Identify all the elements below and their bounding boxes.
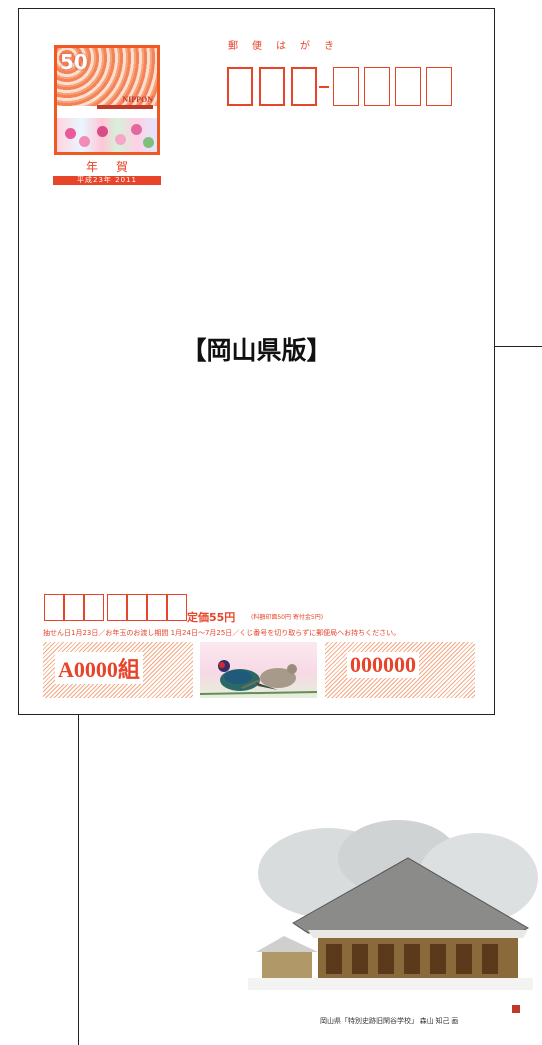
stamp-value: 50: [60, 50, 88, 74]
edition-label: 【岡山県版】: [181, 336, 332, 365]
postcard-label: 郵便はがき: [228, 41, 348, 52]
postal-code-box: [333, 67, 359, 106]
stamp-pattern: [57, 48, 157, 106]
postal-code-dash: [319, 86, 329, 88]
postal-code-box: [395, 67, 421, 106]
price-label: 定価55円: [187, 611, 236, 624]
stamp-flowers-icon: [57, 118, 157, 152]
price-note: (料額印面50円 寄付金5円): [251, 614, 324, 621]
leader-line: [78, 715, 79, 1045]
postal-code-box: [426, 67, 452, 106]
stamp-bar: [97, 105, 153, 109]
sender-postal-code-box: [127, 594, 147, 621]
sender-postal-code-box: [84, 594, 104, 621]
postal-code-box: [364, 67, 390, 106]
postage-stamp: 50 NIPPON: [54, 45, 160, 155]
sender-postal-code-box: [167, 594, 187, 621]
temple-painting-icon: [248, 820, 538, 990]
pheasant-icon: [200, 660, 317, 695]
postcard: 50 NIPPON 年賀 平成23年 2011 郵便はがき 【岡山県版】 定価5…: [18, 8, 495, 715]
artwork-caption: 岡山県「特別史跡旧閑谷学校」 森山 知己 画: [320, 1017, 459, 1025]
nenga-year: 平成23年 2011: [53, 176, 161, 185]
temple-painting: [238, 818, 538, 998]
nenga-text: 年賀: [85, 160, 146, 174]
nenga-mark: 年賀 平成23年 2011: [53, 160, 161, 185]
sender-postal-code-box: [44, 594, 64, 621]
stamp-brand: NIPPON: [122, 95, 153, 104]
postal-code-box: [227, 67, 253, 106]
lottery-band-left: A0000組: [43, 642, 193, 698]
pheasant-illustration: [200, 642, 317, 698]
group-label: A0000組: [55, 652, 143, 684]
lottery-band-right: 000000: [325, 642, 475, 698]
sender-postal-code-box: [147, 594, 167, 621]
sender-postal-code-box: [107, 594, 127, 621]
serial-number: 000000: [347, 652, 419, 678]
postal-code-box: [259, 67, 285, 106]
lottery-note: 抽せん日1月23日／お年玉のお渡し期間 1月24日〜7月25日／くじ番号を切り取…: [43, 629, 401, 637]
leader-line: [495, 346, 542, 347]
postal-code-box: [291, 67, 317, 106]
sender-postal-code-box: [64, 594, 84, 621]
artist-seal: [512, 1005, 520, 1013]
